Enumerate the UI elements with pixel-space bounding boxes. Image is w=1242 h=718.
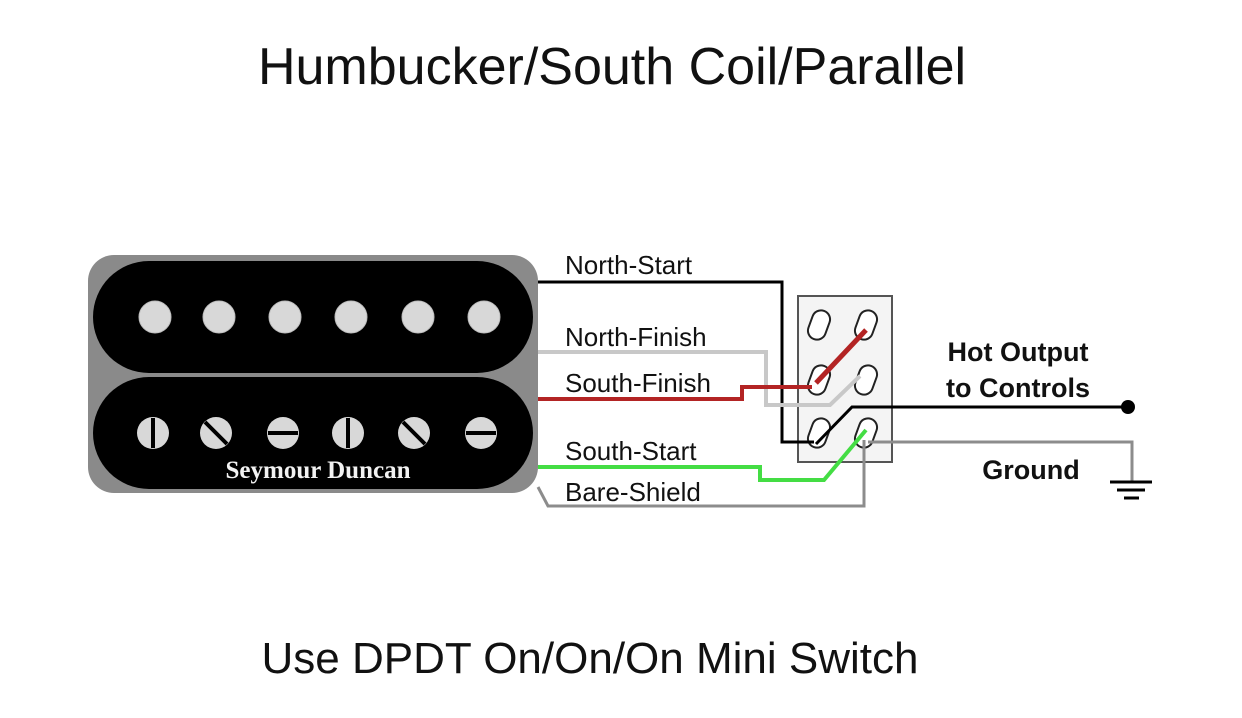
switch-lug (806, 309, 832, 341)
diagram-footer: Use DPDT On/On/On Mini Switch (262, 634, 919, 683)
pickup-screw (398, 417, 430, 449)
pickup-screw (465, 417, 497, 449)
label-north-finish: North-Finish (565, 322, 707, 352)
pole-piece (202, 300, 236, 334)
wire-ground (868, 440, 1134, 481)
label-north-start: North-Start (565, 250, 693, 280)
north-coil (93, 261, 533, 373)
south-coil (93, 377, 533, 489)
wire-north-start (538, 280, 814, 444)
dpdt-switch (797, 295, 893, 463)
label-hot-output-line1: Hot Output (948, 337, 1089, 367)
pole-piece (467, 300, 501, 334)
wire-bare-shield (536, 440, 866, 508)
wire-south-start (538, 428, 868, 482)
pickup-screw (137, 417, 169, 449)
pole-piece (401, 300, 435, 334)
pole-piece (138, 300, 172, 334)
switch-lug (806, 417, 832, 449)
pole-piece (334, 300, 368, 334)
label-bare-shield: Bare-Shield (565, 477, 701, 507)
pickup-brand: Seymour Duncan (226, 457, 411, 484)
wire-hot-output (814, 405, 1128, 446)
humbucker-pickup: Seymour Duncan (88, 255, 538, 493)
label-ground: Ground (982, 455, 1079, 485)
switch-jumper-red (814, 328, 868, 385)
label-south-finish: South-Finish (565, 368, 711, 398)
pole-pieces (138, 300, 501, 334)
pickup-screw (200, 417, 232, 449)
ground-symbol (1110, 480, 1152, 500)
diagram-title: Humbucker/South Coil/Parallel (258, 38, 966, 96)
wire-south-finish (538, 385, 812, 401)
adjustable-screws (137, 417, 497, 449)
pickup-screw (267, 417, 299, 449)
wires (536, 280, 1135, 508)
wire-north-finish (538, 350, 862, 407)
label-south-start: South-Start (565, 436, 697, 466)
pole-piece (268, 300, 302, 334)
pickup-screw (332, 417, 364, 449)
label-hot-output-line2: to Controls (946, 373, 1090, 403)
hot-output-terminal (1121, 400, 1135, 414)
